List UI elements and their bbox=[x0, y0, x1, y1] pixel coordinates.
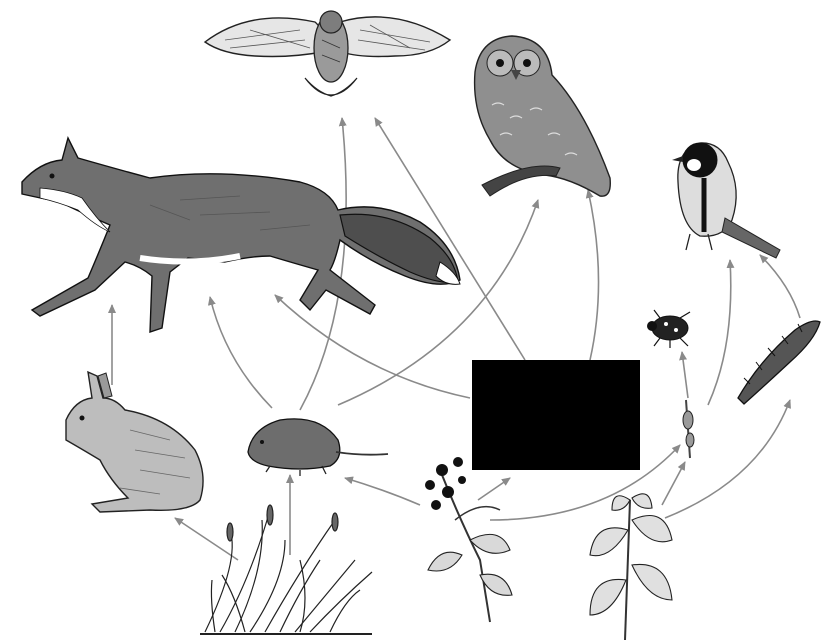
fox-illustration bbox=[22, 138, 460, 332]
arrow-aphid-to-tit bbox=[708, 260, 731, 405]
arrow-caterpillar-to-tit bbox=[760, 255, 800, 318]
bird-illustration bbox=[672, 143, 780, 258]
arrow-aphid-to-beetle bbox=[682, 352, 688, 398]
rabbit-illustration bbox=[66, 372, 203, 512]
arrow-blackberry-to-hidden bbox=[478, 478, 510, 500]
blackberry-plant-illustration bbox=[425, 457, 512, 622]
arrow-vole-to-fox bbox=[210, 297, 272, 408]
grass-illustration bbox=[200, 505, 372, 634]
arrow-nettle-to-aphid bbox=[662, 462, 685, 505]
owl-illustration bbox=[475, 36, 611, 196]
aphid-illustration bbox=[683, 400, 694, 458]
caterpillar-illustration bbox=[738, 321, 820, 404]
arrow-hidden-to-owl bbox=[588, 190, 599, 360]
arrow-blackberry-to-vole bbox=[345, 478, 420, 505]
beetle-illustration bbox=[647, 310, 690, 348]
vole-illustration bbox=[248, 419, 388, 476]
hawk-illustration bbox=[205, 11, 450, 96]
nettle-plant-illustration bbox=[590, 494, 672, 640]
hidden-organism-box bbox=[472, 360, 640, 470]
